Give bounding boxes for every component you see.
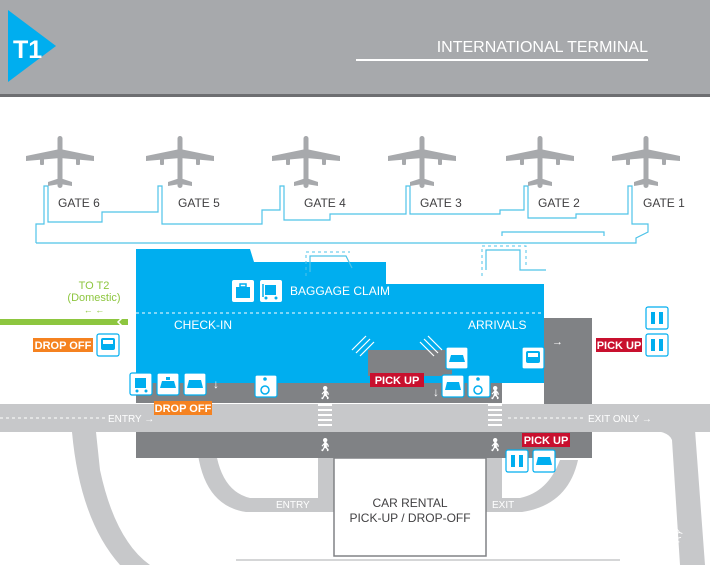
airplane-icon [272, 136, 340, 188]
pick-up-lower-badge: PICK UP [522, 433, 570, 447]
pick-up-right-label: PICK UP [597, 340, 642, 352]
airplane-icon [612, 136, 680, 188]
curb-zones [136, 318, 592, 458]
arrivals-label: ARRIVALS [468, 318, 526, 332]
pedestrian-icon: 🚶︎ [487, 385, 504, 400]
car-icon [183, 372, 207, 396]
car-rental-title: CAR RENTAL [372, 496, 447, 510]
terminal-badge [8, 10, 56, 82]
drop-off-curb-label: DROP OFF [155, 403, 212, 415]
domestic-label: (Domestic) [67, 292, 120, 304]
crosswalk-left [318, 404, 332, 426]
wheelchair-icon [254, 374, 278, 398]
down-arrow-icon: ↓ [433, 385, 439, 399]
gate-1-label: GATE 1 [643, 196, 685, 210]
gate-2-label: GATE 2 [538, 196, 580, 210]
entry-lower-label: ENTRY [276, 500, 310, 511]
pick-up-right-badge: PICK UP [596, 338, 642, 352]
exit-ramp-right [630, 404, 705, 565]
gate-4-label: GATE 4 [304, 196, 346, 210]
car-rental-subtitle: PICK-UP / DROP-OFF [349, 511, 470, 525]
drop-off-left-badge: DROP OFF [33, 338, 93, 352]
taxi-icon [156, 372, 180, 396]
t2-connection: TO T2 (Domestic) ← ← [0, 280, 136, 329]
entry-main-label: ENTRY → [108, 414, 154, 425]
taxi-icon [445, 346, 469, 370]
entry-ramp-left [72, 432, 150, 565]
pedestrian-icon: 🚶︎ [317, 437, 334, 452]
exit-only-label: EXIT ONLY → [588, 414, 652, 425]
airplane-icon [26, 136, 94, 188]
page-title: INTERNATIONAL TERMINAL [437, 39, 648, 56]
escalator-left-icon [351, 335, 375, 357]
restroom-icon [505, 449, 529, 473]
baggage-cart-icon [260, 280, 282, 302]
departures-curb [136, 383, 502, 403]
pick-up-bay [368, 350, 452, 376]
bus-icon [96, 333, 120, 357]
car-icon [532, 449, 556, 473]
right-arrow-icon: → [552, 336, 563, 348]
pedestrian-icon: 🚶︎ [317, 385, 334, 400]
drop-off-curb-badge: DROP OFF [154, 401, 212, 415]
t2-arrows: ← ← [84, 305, 105, 315]
arrivals-curb [544, 318, 592, 404]
header: T1 INTERNATIONAL TERMINAL [0, 0, 710, 97]
gate-labels: GATE 6 GATE 5 GATE 4 GATE 3 GATE 2 GATE … [58, 196, 685, 210]
airplane-icon [388, 136, 456, 188]
terminal-building [136, 249, 544, 383]
wheelchair-icon [467, 374, 491, 398]
down-arrow-icon: ↓ [213, 377, 219, 391]
pick-up-center-label: PICK UP [375, 375, 420, 387]
concourse-outline [35, 185, 649, 272]
car-rental-exit-road [488, 460, 578, 512]
pick-up-center-badge: PICK UP [370, 373, 424, 387]
car-rental: CAR RENTAL PICK-UP / DROP-OFF [333, 457, 487, 557]
baggage-cart-icon [129, 372, 153, 396]
gate-5-label: GATE 5 [178, 196, 220, 210]
airplane-icon [146, 136, 214, 188]
escalator-right-icon [419, 335, 443, 357]
to-t2-label: TO T2 [79, 280, 110, 292]
airplane-icon [506, 136, 574, 188]
restroom-icon [645, 306, 669, 330]
restroom-icon [645, 333, 669, 357]
exit-lower-label: EXIT [492, 500, 514, 511]
crosswalk-right [488, 404, 502, 426]
drop-off-left-label: DROP OFF [35, 340, 92, 352]
airplanes [26, 136, 680, 188]
pedestrian-icon: 🚶︎ [487, 437, 504, 452]
car-icon [441, 374, 465, 398]
concourse-dashes [305, 245, 527, 276]
baggage-icon [232, 280, 254, 302]
gate-3-label: GATE 3 [420, 196, 462, 210]
main-road [0, 404, 710, 432]
check-in-label: CHECK-IN [174, 318, 232, 332]
bus-icon [521, 346, 545, 370]
terminal-badge-label: T1 [13, 36, 42, 64]
gate-6-label: GATE 6 [58, 196, 100, 210]
pick-up-lower-label: PICK UP [524, 435, 569, 447]
car-rental-entry-road [196, 432, 322, 512]
baggage-claim-label: BAGGAGE CLAIM [290, 284, 390, 298]
